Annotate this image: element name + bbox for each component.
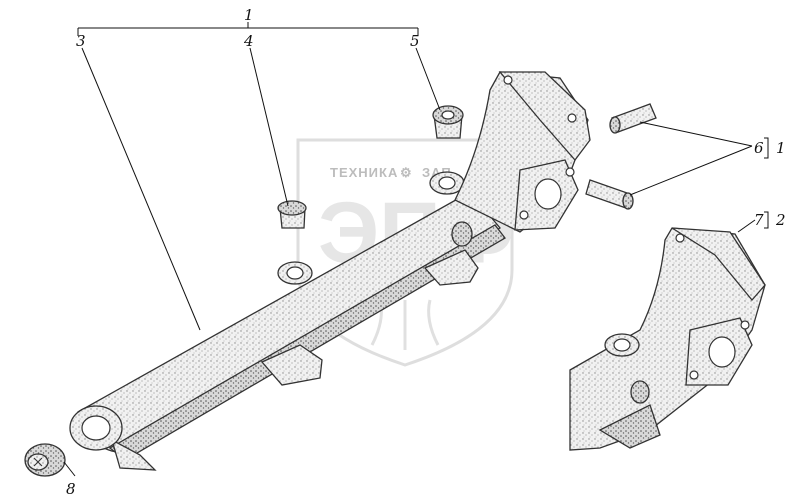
callout-6-group: 1 [776, 139, 786, 157]
callout-7-group: 2 [775, 211, 786, 229]
callout-4: 4 [243, 32, 254, 50]
callout-7: 7 [754, 211, 764, 229]
plug-part-4 [277, 200, 307, 229]
callouts: 1 3 4 5 6 1 7 2 8 [66, 6, 786, 498]
callout-6: 6 [754, 139, 764, 157]
callout-8: 8 [66, 480, 76, 498]
watermark-text-left: ТЕХНИКА [330, 165, 398, 180]
variant-flange-part-7 [569, 227, 766, 451]
manifold-pipe [69, 71, 591, 471]
callout-5: 5 [410, 32, 420, 50]
callout-3: 3 [76, 32, 86, 50]
studs-part-6 [585, 103, 657, 210]
watermark-gear-icon: ⚙ [400, 165, 413, 180]
plug-part-5 [432, 105, 464, 139]
nut-part-8 [24, 443, 66, 477]
leader-lines [63, 22, 769, 477]
callout-1: 1 [244, 6, 254, 24]
